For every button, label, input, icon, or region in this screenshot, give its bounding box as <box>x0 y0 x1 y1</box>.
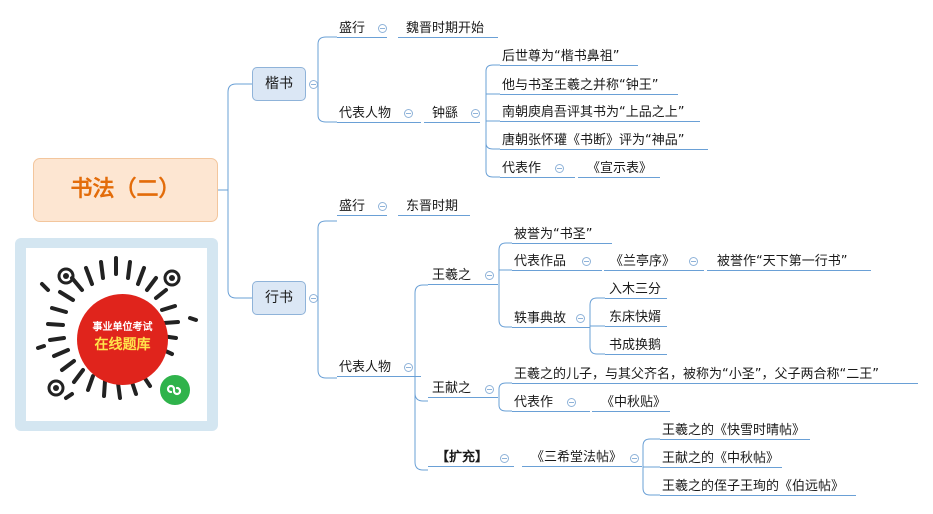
collapse-toggle-anecdotes[interactable] <box>576 314 585 323</box>
collapse-toggle-kaishu[interactable] <box>309 80 318 89</box>
anecdote-3[interactable]: 书成换鹅 <box>609 338 662 353</box>
collapse-toggle-wangxianzhi[interactable] <box>485 385 494 394</box>
mini-program-icon <box>157 372 193 408</box>
kuochong-label[interactable]: 【扩充】 <box>436 450 489 465</box>
zhongyao-works-label[interactable]: 代表作 <box>502 161 542 176</box>
collapse-toggle-lantingxu[interactable] <box>689 257 698 266</box>
xingshu-shengxing-value[interactable]: 东晋时期 <box>406 199 459 214</box>
collapse-toggle-wangxianzhi-works[interactable] <box>567 398 576 407</box>
qr-pattern-icon <box>36 256 198 400</box>
collapse-toggle-kaishu-shengxing[interactable] <box>378 24 387 33</box>
collapse-toggle-wangxizhi-works[interactable] <box>582 257 591 266</box>
wangxianzhi-works-value[interactable]: 《中秋贴》 <box>601 395 667 410</box>
qr-center-badge: 事业单位考试 在线题库 <box>77 294 168 385</box>
kuochong-value[interactable]: 《三希堂法帖》 <box>531 450 623 465</box>
collapse-toggle-xingshu-daibiao[interactable] <box>404 363 413 372</box>
zhongyao-works-value[interactable]: 《宣示表》 <box>587 161 653 176</box>
qr-badge-line1: 事业单位考试 <box>92 322 153 333</box>
collapse-toggle-sanxitang[interactable] <box>630 454 639 463</box>
collapse-toggle-kuochong[interactable] <box>500 454 509 463</box>
collapse-toggle-zhongyao[interactable] <box>471 109 480 118</box>
kuochong-item-2[interactable]: 王献之的《中秋帖》 <box>662 451 780 466</box>
node-xingshu[interactable]: 行书 <box>252 281 306 315</box>
collapse-toggle-xingshu[interactable] <box>309 294 318 303</box>
node-kaishu[interactable]: 楷书 <box>252 67 306 101</box>
kaishu-daibiao-label[interactable]: 代表人物 <box>339 106 392 121</box>
person-wangxizhi[interactable]: 王羲之 <box>432 268 472 283</box>
kaishu-shengxing-value[interactable]: 魏晋时期开始 <box>406 21 485 36</box>
collapse-toggle-wangxizhi[interactable] <box>485 271 494 280</box>
person-wangxianzhi[interactable]: 王献之 <box>432 381 472 396</box>
kaishu-shengxing-label[interactable]: 盛行 <box>339 21 366 36</box>
wangxizhi-title-fact[interactable]: 被誉为“书圣” <box>514 227 593 242</box>
zhongyao-fact-2[interactable]: 他与书圣王羲之并称“钟王” <box>502 78 659 93</box>
anecdote-1[interactable]: 入木三分 <box>609 282 662 297</box>
anecdote-2[interactable]: 东床快婿 <box>609 310 662 325</box>
collapse-toggle-kaishu-daibiao[interactable] <box>404 109 413 118</box>
zhongyao-fact-3[interactable]: 南朝庾肩吾评其书为“上品之上” <box>502 105 685 120</box>
zhongyao-fact-4[interactable]: 唐朝张怀瓘《书断》评为“神品” <box>502 133 685 148</box>
root-node[interactable]: 书法（二） <box>33 158 218 222</box>
collapse-toggle-xingshu-shengxing[interactable] <box>378 202 387 211</box>
wangxizhi-anecdote-label[interactable]: 轶事典故 <box>514 311 567 326</box>
wangxizhi-works-value[interactable]: 《兰亭序》 <box>610 254 676 269</box>
wangxianzhi-fact[interactable]: 王羲之的儿子，与其父齐名，被称为“小圣”，父子两合称“二王” <box>514 367 879 382</box>
xingshu-shengxing-label[interactable]: 盛行 <box>339 199 366 214</box>
zhongyao-fact-1[interactable]: 后世尊为“楷书鼻祖” <box>502 49 620 64</box>
qr-badge-line2: 在线题库 <box>94 337 151 353</box>
lantingxu-praise[interactable]: 被誉作“天下第一行书” <box>717 254 848 269</box>
person-zhongyao[interactable]: 钟繇 <box>432 106 459 121</box>
wangxianzhi-works-label[interactable]: 代表作 <box>514 395 554 410</box>
kuochong-item-3[interactable]: 王羲之的侄子王珣的《伯远帖》 <box>662 479 845 494</box>
link-glyph-icon <box>166 384 182 396</box>
kuochong-item-1[interactable]: 王羲之的《快雪时晴帖》 <box>662 423 806 438</box>
xingshu-daibiao-label[interactable]: 代表人物 <box>339 360 392 375</box>
wangxizhi-works-label[interactable]: 代表作品 <box>514 254 567 269</box>
collapse-toggle-zhongyao-works[interactable] <box>555 164 564 173</box>
